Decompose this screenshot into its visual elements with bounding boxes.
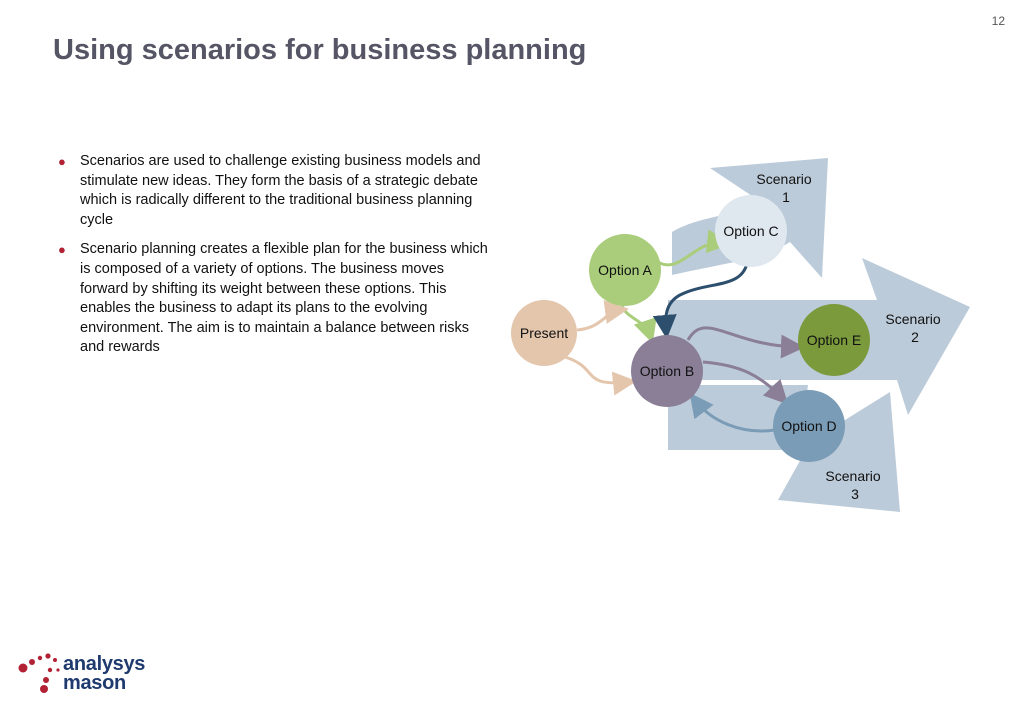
bullet-dot-icon: ● <box>58 242 66 258</box>
option-e-label: Option E <box>807 332 861 348</box>
option-e-node <box>798 304 870 376</box>
present-label: Present <box>520 325 568 341</box>
option-c-label: Option C <box>723 223 778 239</box>
analysys-mason-logo <box>18 653 60 693</box>
connector-option-d-to-option-b <box>689 392 776 433</box>
bullet-dot-icon: ● <box>58 154 66 169</box>
option-b-node <box>631 335 703 407</box>
scenario-3-label: Scenario 3 <box>825 468 884 502</box>
present-node <box>511 300 577 366</box>
connector-option-a-to-option-b <box>620 304 657 344</box>
logo-line-2: mason <box>63 672 126 694</box>
option-a-label: Option A <box>598 262 652 278</box>
logo-wordmark: analysys mason <box>63 653 146 694</box>
scenario-2-label: Scenario 2 <box>885 311 944 345</box>
option-d-label: Option D <box>781 418 836 434</box>
bullet-item: ● Scenario planning creates a flexible p… <box>58 240 488 358</box>
option-c-node <box>715 195 787 267</box>
connector-present-to-option-a <box>576 300 629 332</box>
bullet-text: Scenario planning creates a flexible pla… <box>80 241 488 356</box>
bullet-item: ● Scenarios are used to challenge existi… <box>58 152 488 230</box>
page-number: 12 <box>991 14 1005 28</box>
bullet-text: Scenarios are used to challenge existing… <box>80 153 481 228</box>
connector-option-c-to-option-b <box>652 257 750 339</box>
connector-present-to-option-b <box>564 355 637 396</box>
connector-option-a-to-option-c <box>657 229 731 267</box>
option-b-label: Option B <box>640 363 694 379</box>
bullet-list: ● Scenarios are used to challenge existi… <box>58 152 488 368</box>
page-title: Using scenarios for business planning <box>53 34 587 66</box>
connector-option-b-to-option-e <box>686 326 805 359</box>
logo-line-1: analysys <box>63 653 146 675</box>
connector-option-b-to-option-d <box>702 360 789 405</box>
option-a-node <box>589 234 661 306</box>
scenario-1-label: Scenario 1 <box>756 171 815 205</box>
option-d-node <box>773 390 845 462</box>
